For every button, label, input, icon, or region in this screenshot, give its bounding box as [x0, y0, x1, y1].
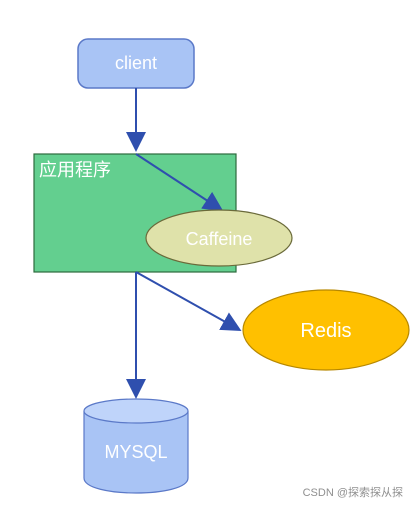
mysql-cylinder-node: MYSQL [83, 398, 189, 494]
redis-label: Redis [300, 320, 351, 342]
client-node: client [77, 38, 195, 89]
caffeine-node: Caffeine [145, 209, 293, 267]
arrow-app-to-redis [135, 271, 242, 331]
application-label: 应用程序 [39, 160, 111, 180]
client-label: client [115, 53, 157, 73]
redis-node: Redis [242, 289, 410, 371]
caffeine-label: Caffeine [186, 229, 253, 249]
watermark-text: CSDN @探索探从探 [303, 485, 403, 499]
arrow-app-to-caffeine [135, 153, 224, 212]
mysql-label: MYSQL [104, 442, 167, 462]
